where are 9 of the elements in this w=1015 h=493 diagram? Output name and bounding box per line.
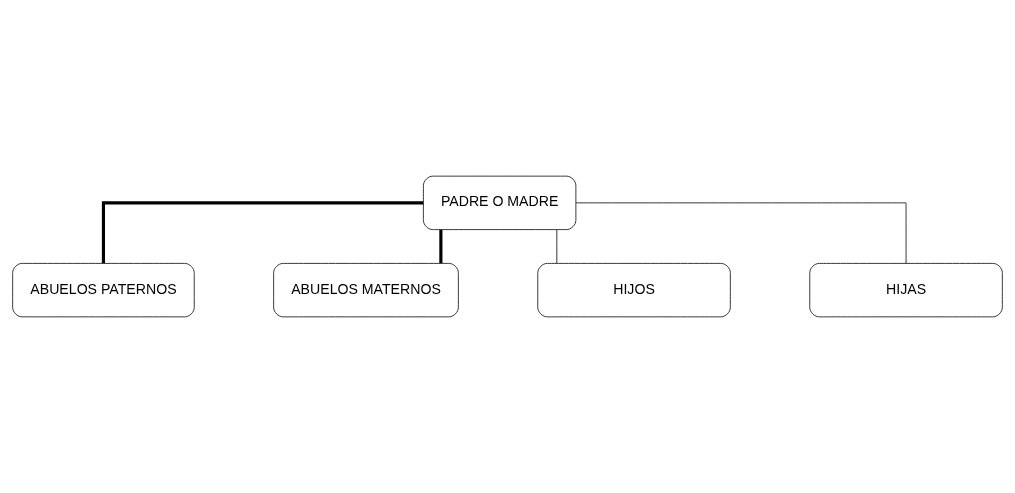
connector <box>439 229 443 264</box>
connector <box>556 229 558 264</box>
node-box: PADRE O MADRE <box>423 175 577 230</box>
node-box: ABUELOS MATERNOS <box>273 263 459 318</box>
connector <box>575 202 907 264</box>
node-box: ABUELOS PATERNOS <box>12 263 195 318</box>
connector <box>101 201 424 264</box>
node-box: HIJAS <box>809 263 1003 318</box>
node-box: HIJOS <box>537 263 731 318</box>
